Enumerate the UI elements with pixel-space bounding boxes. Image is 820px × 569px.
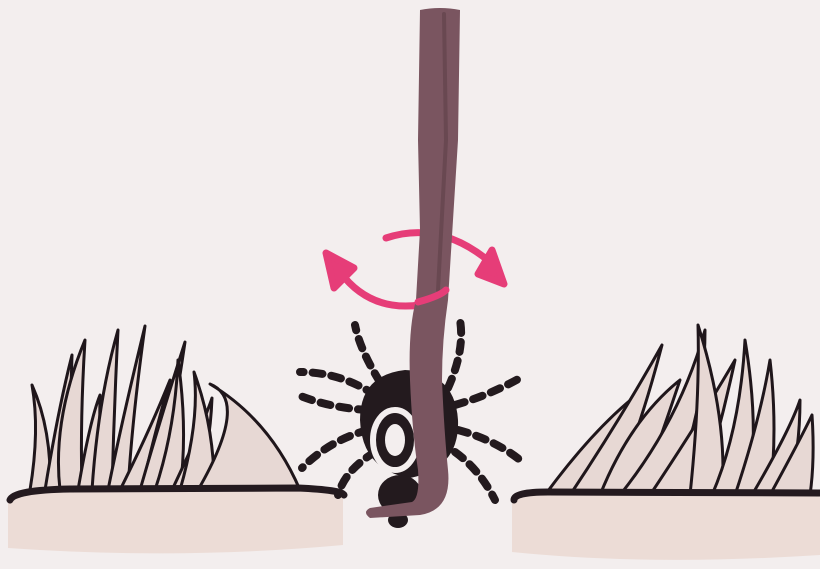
right-soil-mound [512, 491, 820, 560]
left-soil-mound [8, 487, 343, 553]
